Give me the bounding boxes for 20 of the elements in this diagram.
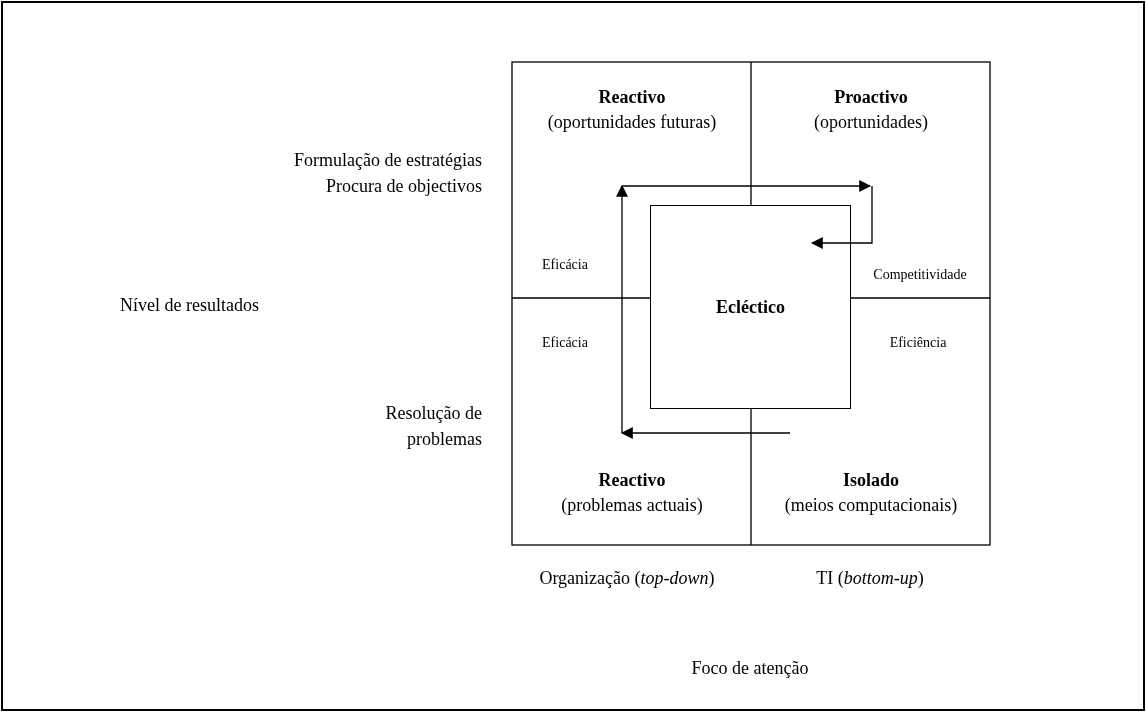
quadrant-note: Competitividade — [872, 266, 968, 284]
axis-label: TI (bottom-up) — [815, 567, 925, 590]
quadrant-note: Eficácia — [541, 256, 589, 274]
subtitle: (oportunidades) — [813, 111, 929, 134]
axis-label: Formulação de estratégias Procura de objectivos — [293, 149, 482, 198]
heading: Isolado — [842, 469, 900, 492]
axis-label: Nível de resultados — [120, 294, 260, 317]
heading: Reactivo — [597, 469, 667, 492]
quadrant-note: Eficiência — [888, 334, 948, 352]
axis-label: Foco de atenção — [690, 657, 810, 680]
subtitle: (oportunidades futuras) — [546, 111, 718, 134]
axis-label: Resolução de problemas — [384, 402, 482, 451]
heading: Ecléctico — [715, 295, 786, 319]
center-box — [650, 205, 851, 409]
quadrant-note: Eficácia — [541, 334, 589, 352]
heading: Proactivo — [833, 86, 909, 109]
subtitle: (meios computacionais) — [783, 494, 959, 517]
axis-label: Organização (top-down) — [538, 567, 716, 590]
subtitle: (problemas actuais) — [560, 494, 704, 517]
heading: Reactivo — [597, 86, 667, 109]
